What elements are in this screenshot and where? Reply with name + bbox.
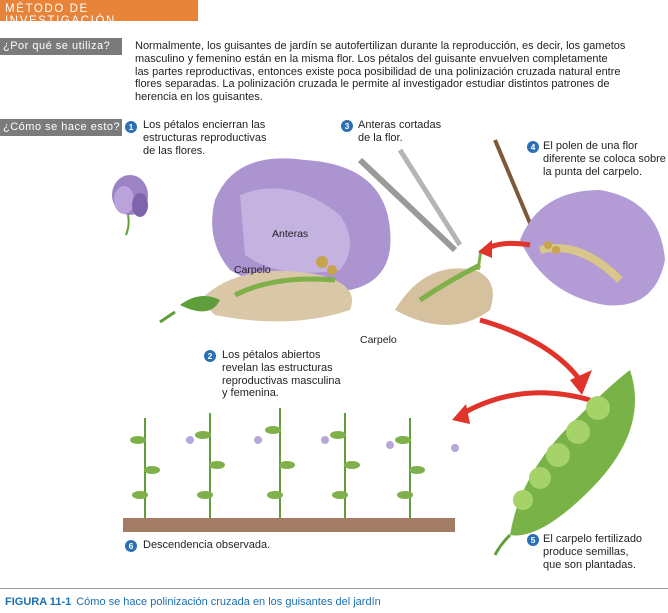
text-line: Anteras cortadas: [358, 119, 442, 131]
text-line: diferente se coloca sobre: [543, 152, 666, 165]
pea-pod: [493, 370, 635, 556]
soil: [123, 518, 455, 532]
cut-flower: [395, 249, 493, 325]
step-number: 4: [527, 141, 539, 153]
figure-title: Cómo se hace polinización cruzada en los…: [76, 596, 381, 608]
how-label: ¿Cómo se hace esto?: [0, 119, 122, 136]
text-line: flores separadas. La polinización cruzad…: [135, 78, 610, 91]
text-line: El carpelo fertilizado: [543, 533, 643, 545]
step-3-text: Anteras cortadas de la flor.: [358, 119, 441, 145]
text-line: masculino y femenino están en la misma f…: [135, 52, 608, 65]
text-line: y femenina.: [222, 387, 279, 400]
text-line: estructuras reproductivas: [143, 131, 267, 144]
text-line: Los pétalos encierran las: [143, 119, 266, 131]
why-label: ¿Por qué se utiliza?: [0, 38, 122, 55]
step-4-text: El polen de una flor diferente se coloca…: [543, 140, 666, 178]
text-line: de las flores.: [143, 144, 206, 157]
brush: [493, 139, 537, 236]
text-line: que son plantadas.: [543, 558, 636, 571]
step-number: 5: [527, 534, 539, 546]
step-number: 2: [204, 350, 216, 362]
text-line: herencia en los guisantes.: [135, 91, 263, 104]
label-anteras: Anteras: [272, 228, 309, 240]
text-line: El polen de una flor: [543, 140, 638, 152]
step-1-text: Los pétalos encierran las estructuras re…: [143, 119, 267, 157]
label-carpelo: Carpelo: [360, 334, 397, 346]
open-pea-flower: [159, 158, 391, 324]
text-line: la punta del carpelo.: [543, 165, 643, 178]
text-line: de la flor.: [358, 131, 403, 144]
text-line: produce semillas,: [543, 545, 629, 558]
step-number: 3: [341, 120, 353, 132]
section-header: MÉTODO DE INVESTIGACIÓN: [0, 0, 198, 27]
text-line: revelan las estructuras: [222, 361, 333, 374]
step-5-text: El carpelo fertilizado produce semillas,…: [543, 533, 642, 571]
step-number: 1: [125, 121, 137, 133]
scissors: [357, 148, 463, 253]
donor-flower: [520, 190, 665, 306]
step-number: 6: [125, 540, 137, 552]
figure-number: FIGURA 11-1: [5, 596, 72, 608]
why-text: Normalmente, los guisantes de jardín se …: [135, 40, 625, 104]
text-line: reproductivas masculina: [222, 374, 341, 387]
divider: [0, 588, 668, 589]
small-pea-flower: [112, 175, 148, 236]
label-carpelo: Carpelo: [234, 264, 271, 276]
step-6-text: Descendencia observada.: [143, 539, 271, 551]
text-line: Los pétalos abiertos: [222, 349, 321, 361]
figure-caption: FIGURA 11-1 Cómo se hace polinización cru…: [5, 596, 381, 608]
text-line: Normalmente, los guisantes de jardín se …: [135, 40, 626, 52]
step-2-text: Los pétalos abiertos revelan las estruct…: [222, 349, 341, 400]
pea-plants: [130, 408, 459, 518]
text-line: las partes reproductivas, entonces exist…: [135, 65, 621, 78]
